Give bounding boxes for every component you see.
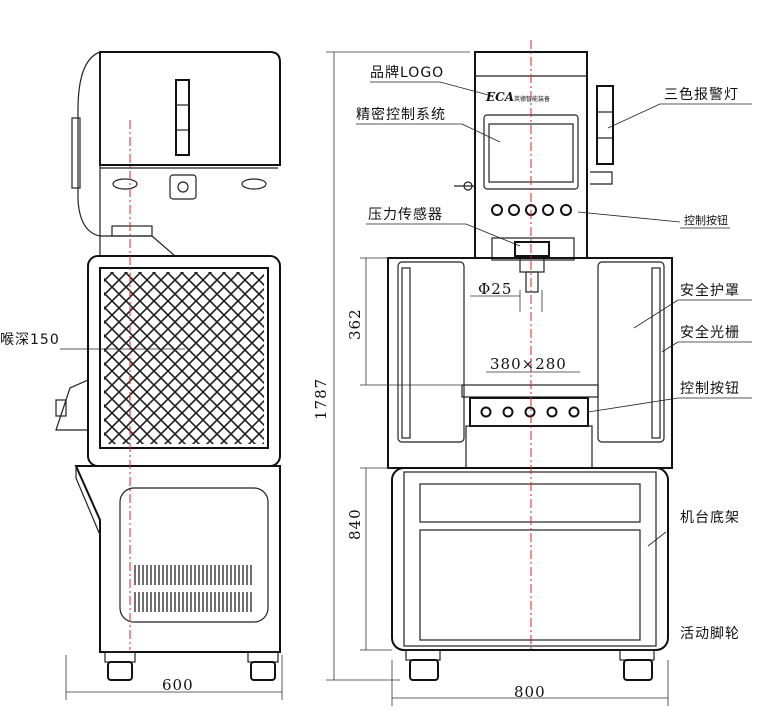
front-caster-left bbox=[409, 659, 439, 681]
label-pressure-sensor: 压力传感器 bbox=[368, 206, 443, 223]
label-safety-light-curtain: 安全光栅 bbox=[680, 324, 740, 341]
panel-logo-text: ECA bbox=[485, 90, 514, 104]
side-head bbox=[99, 51, 281, 166]
panel-brand-name: 英德智能装备 bbox=[514, 95, 550, 103]
label-safety-guard: 安全护罩 bbox=[680, 282, 740, 299]
side-vents bbox=[134, 565, 252, 612]
side-sensor-block bbox=[169, 174, 197, 200]
side-access-panel bbox=[119, 487, 269, 623]
label-precision-control: 精密控制系统 bbox=[356, 106, 446, 123]
side-tower-light bbox=[175, 79, 190, 156]
label-machine-base: 机台底架 bbox=[680, 510, 740, 526]
front-left-guard bbox=[397, 261, 465, 443]
front-pressure-sensor bbox=[514, 241, 550, 257]
front-ram-plate bbox=[491, 237, 575, 261]
dim-upper-height: 362 bbox=[346, 308, 364, 340]
label-control-buttons-top: 控制按钮 bbox=[684, 213, 728, 227]
side-lower-cabinet bbox=[74, 465, 281, 653]
dim-side-width: 600 bbox=[162, 676, 194, 694]
label-three-color-light: 三色报警灯 bbox=[664, 86, 739, 103]
dim-total-height: 1787 bbox=[312, 378, 330, 420]
dim-lower-height: 840 bbox=[346, 508, 364, 540]
front-right-guard bbox=[597, 261, 665, 443]
front-caster-right bbox=[623, 659, 653, 681]
dim-table-size: 380×280 bbox=[490, 355, 567, 373]
side-handle-right bbox=[241, 178, 267, 190]
front-base bbox=[391, 467, 669, 651]
label-throat-depth: 喉深150 bbox=[0, 332, 60, 348]
label-casters: 活动脚轮 bbox=[680, 626, 740, 642]
leader-lines bbox=[356, 81, 752, 547]
side-mesh-guard bbox=[99, 267, 269, 449]
side-handle-left bbox=[112, 178, 138, 190]
front-view bbox=[326, 40, 673, 706]
label-control-buttons: 控制按钮 bbox=[680, 381, 740, 397]
side-caster-left bbox=[107, 661, 133, 681]
side-caster-right bbox=[250, 661, 276, 681]
dim-front-width: 800 bbox=[514, 683, 546, 701]
labels: 品牌LOGO 精密控制系统 三色报警灯 控制按钮 压力传感器 安全护罩 安全光栅… bbox=[0, 64, 740, 701]
front-tower-light bbox=[596, 85, 614, 165]
front-panel-buttons bbox=[480, 406, 580, 418]
side-head-arc bbox=[77, 51, 101, 237]
dim-rod-diameter: Φ25 bbox=[478, 280, 512, 298]
label-brand-logo: 品牌LOGO bbox=[370, 64, 444, 81]
side-view bbox=[55, 51, 283, 700]
